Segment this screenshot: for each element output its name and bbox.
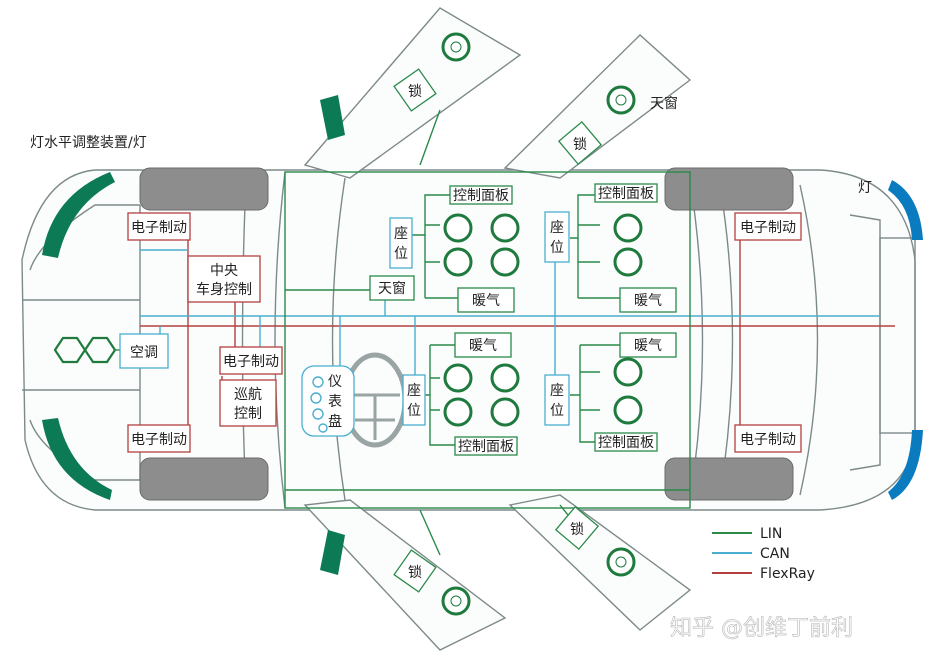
control-panel-fr: 控制面板 xyxy=(455,437,517,455)
legend-lin-label: LIN xyxy=(760,526,782,542)
svg-text:中央: 中央 xyxy=(210,263,238,279)
motor-icon xyxy=(445,249,471,275)
brake-front-right: 电子制动 xyxy=(128,425,190,452)
svg-text:控制面板: 控制面板 xyxy=(598,186,654,202)
svg-text:暖气: 暖气 xyxy=(472,293,500,309)
cluster-label-3: 盘 xyxy=(328,413,342,430)
svg-text:电子制动: 电子制动 xyxy=(223,354,279,370)
door-rear-right xyxy=(510,495,690,630)
cruise-control: 巡航 控制 xyxy=(220,380,276,426)
svg-text:暖气: 暖气 xyxy=(634,293,662,309)
right-mirror-icon xyxy=(320,530,345,575)
svg-text:座: 座 xyxy=(394,226,408,242)
svg-text:空调: 空调 xyxy=(130,345,158,361)
motor-icon xyxy=(492,215,518,241)
svg-text:座: 座 xyxy=(550,220,564,236)
svg-text:锁: 锁 xyxy=(573,137,587,153)
motor-icon xyxy=(615,359,641,385)
seat-rear-left: 座 位 xyxy=(545,212,569,262)
motor-icon xyxy=(445,399,471,425)
cluster-label-1: 仪 xyxy=(328,374,342,390)
brake-front-left: 电子制动 xyxy=(128,213,190,240)
brake-rear-left: 电子制动 xyxy=(735,213,801,240)
svg-text:天窗: 天窗 xyxy=(378,280,406,297)
svg-text:控制面板: 控制面板 xyxy=(453,188,509,204)
air-conditioning: 空调 xyxy=(120,334,168,368)
svg-text:控制: 控制 xyxy=(234,406,262,422)
rear-right-tire xyxy=(665,458,793,500)
cluster-label-2: 表 xyxy=(328,394,342,410)
svg-text:控制面板: 控制面板 xyxy=(598,435,654,451)
svg-text:位: 位 xyxy=(550,403,564,419)
central-body-control: 中央 车身控制 xyxy=(188,256,260,302)
svg-text:控制面板: 控制面板 xyxy=(458,439,514,455)
motor-icon xyxy=(445,215,471,241)
brake-center: 电子制动 xyxy=(220,347,282,374)
svg-text:巡航: 巡航 xyxy=(234,387,262,403)
motor-icon xyxy=(615,249,641,275)
svg-text:锁: 锁 xyxy=(570,522,584,538)
seat-front-right: 座 位 xyxy=(403,375,425,425)
motor-icon xyxy=(492,249,518,275)
legend-flexray-label: FlexRay xyxy=(760,566,815,582)
svg-text:锁: 锁 xyxy=(408,565,422,581)
svg-text:电子制动: 电子制动 xyxy=(740,220,796,236)
front-left-tire xyxy=(140,168,268,210)
motor-icon xyxy=(615,215,641,241)
svg-text:电子制动: 电子制动 xyxy=(740,432,796,448)
heater-fl: 暖气 xyxy=(458,288,514,312)
sunroof-label: 天窗 xyxy=(650,95,678,112)
motor-icon xyxy=(492,365,518,391)
svg-text:位: 位 xyxy=(407,403,421,419)
svg-text:电子制动: 电子制动 xyxy=(131,432,187,448)
legend-can-label: CAN xyxy=(760,546,790,562)
legend: LIN CAN FlexRay xyxy=(712,526,815,582)
svg-text:电子制动: 电子制动 xyxy=(131,220,187,236)
instrument-cluster: 仪 表 盘 xyxy=(302,366,354,436)
control-panel-fl: 控制面板 xyxy=(450,186,512,204)
headlight-leveling-label: 灯水平调整装置/灯 xyxy=(30,135,147,151)
front-right-tire xyxy=(140,458,268,500)
svg-text:位: 位 xyxy=(394,246,408,262)
motor-icon xyxy=(608,87,634,113)
motor-icon xyxy=(443,34,469,60)
seat-rear-right: 座 位 xyxy=(545,375,569,425)
control-panel-rr: 控制面板 xyxy=(595,433,657,451)
rear-left-tire xyxy=(665,168,793,210)
svg-text:暖气: 暖气 xyxy=(469,338,497,354)
heater-fr: 暖气 xyxy=(455,333,511,357)
svg-text:座: 座 xyxy=(550,383,564,399)
motor-icon xyxy=(492,399,518,425)
motor-icon xyxy=(445,365,471,391)
svg-text:车身控制: 车身控制 xyxy=(196,281,252,298)
svg-text:暖气: 暖气 xyxy=(634,338,662,354)
seat-front-left: 座 位 xyxy=(390,218,412,268)
svg-text:位: 位 xyxy=(550,240,564,256)
sunroof-box: 天窗 xyxy=(370,276,414,300)
brake-rear-right: 电子制动 xyxy=(735,425,801,452)
motor-icon xyxy=(608,549,634,575)
watermark: 知乎 @创维丁前利 xyxy=(670,616,853,641)
svg-text:锁: 锁 xyxy=(408,84,422,100)
control-panel-rl: 控制面板 xyxy=(595,184,657,202)
heater-rr: 暖气 xyxy=(620,333,676,357)
left-mirror-icon xyxy=(320,95,345,140)
rear-light-label: 灯 xyxy=(858,180,872,196)
motor-icon xyxy=(443,588,469,614)
svg-text:座: 座 xyxy=(407,383,421,399)
heater-rl: 暖气 xyxy=(620,288,676,312)
motor-icon xyxy=(615,397,641,423)
